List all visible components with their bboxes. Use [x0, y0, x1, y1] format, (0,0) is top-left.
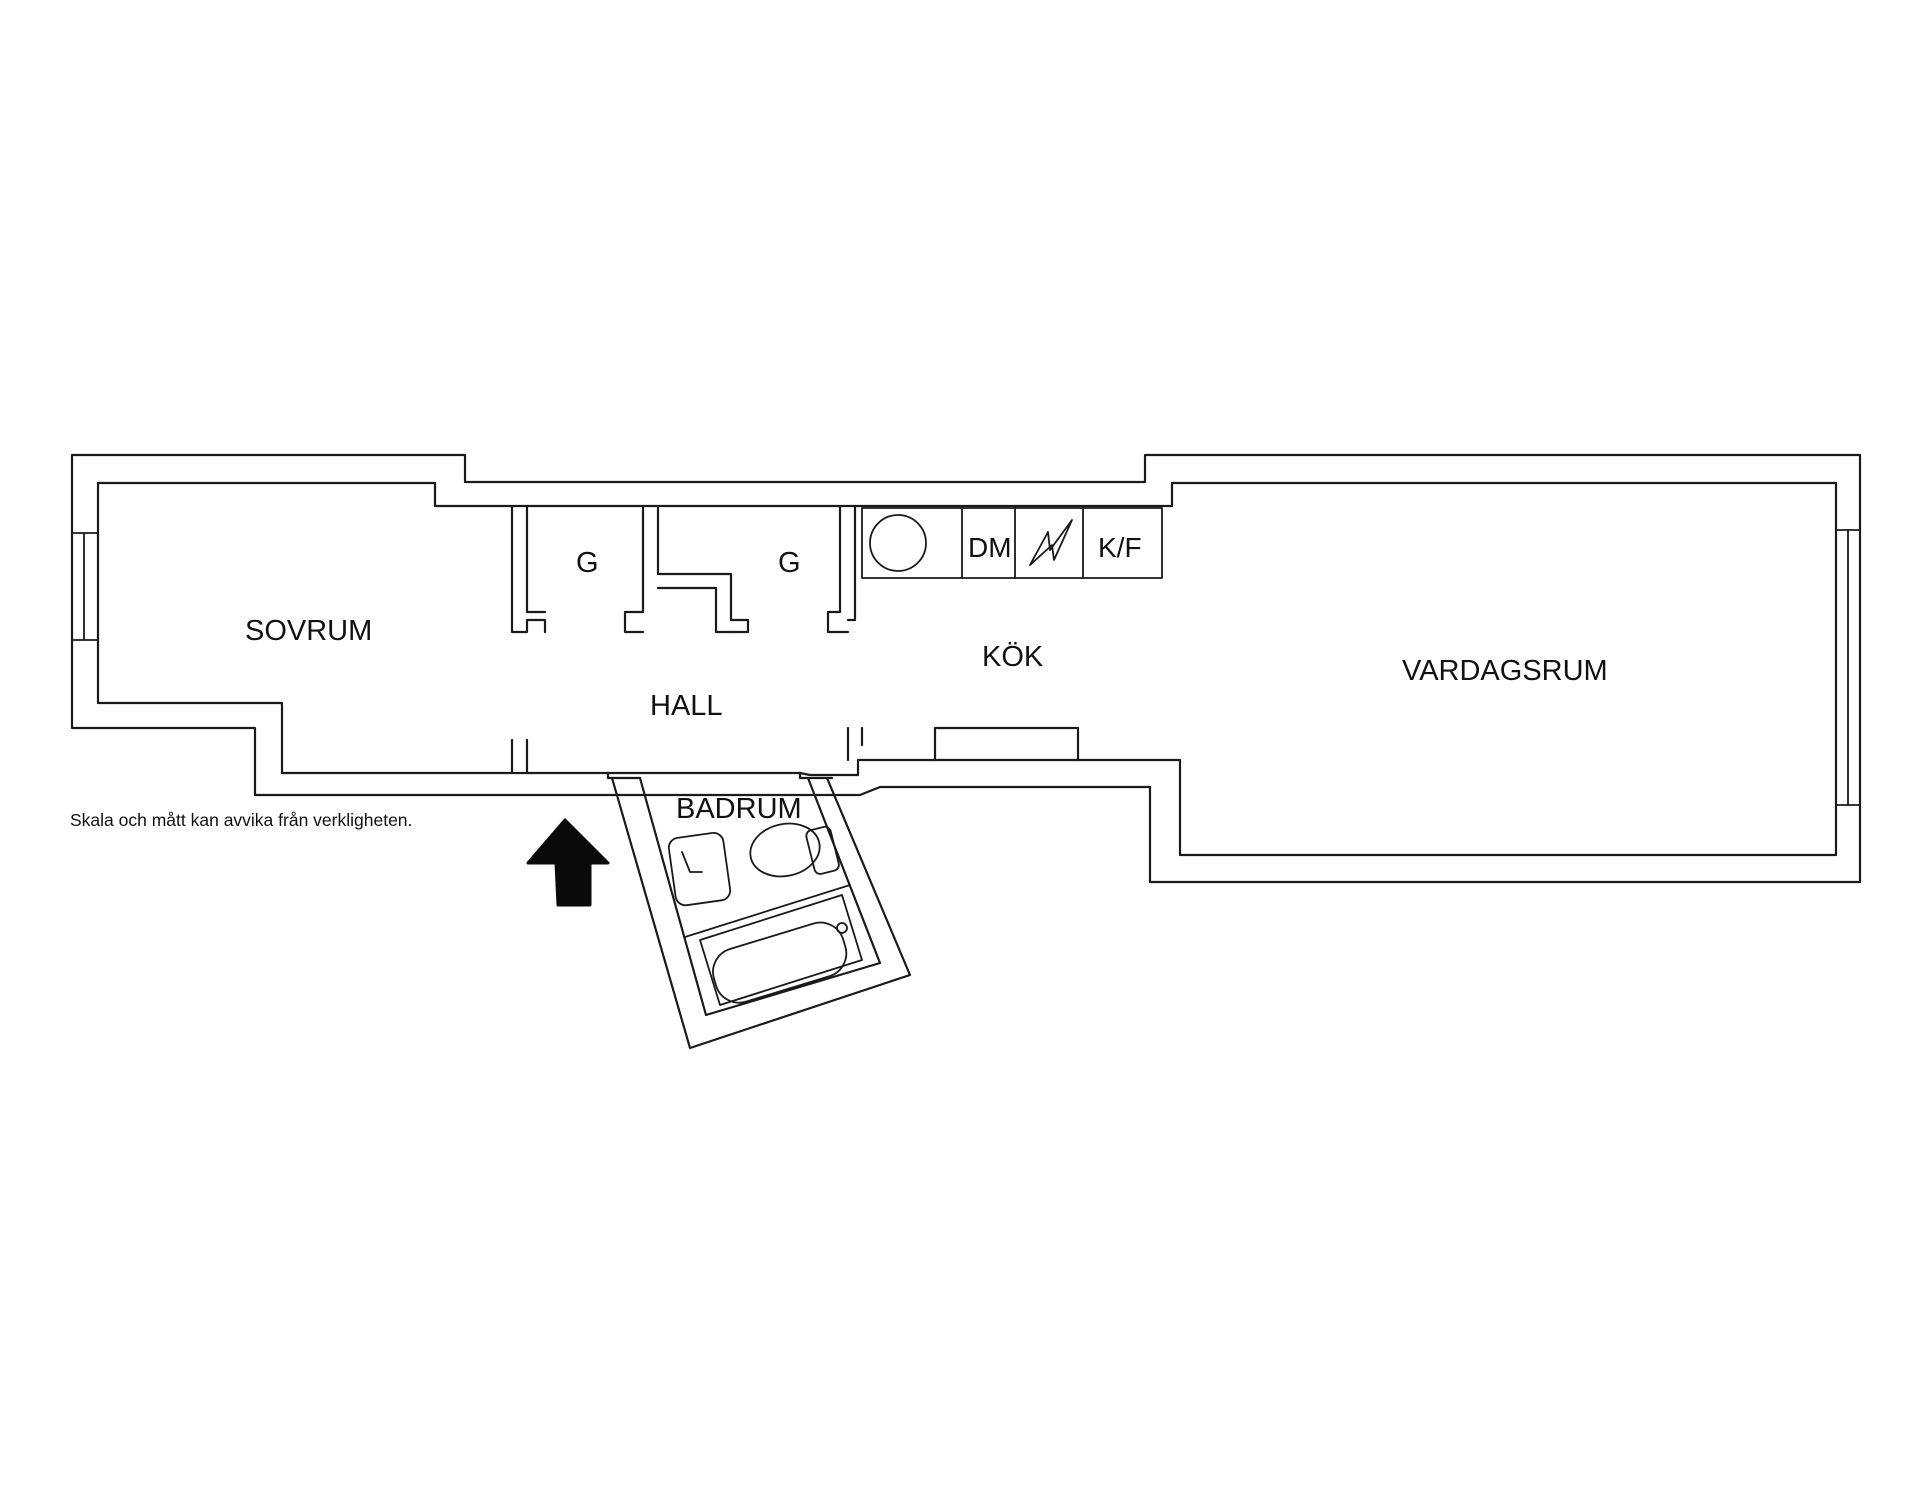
- room-label-garderob-1: G: [576, 547, 599, 579]
- bathroom-sink-icon: [667, 831, 732, 907]
- room-label-kok: KÖK: [982, 641, 1044, 673]
- bathroom-walls: [610, 776, 912, 1050]
- stove-zigzag-icon: [1029, 519, 1073, 566]
- kitchen-counter: [861, 507, 1163, 579]
- room-label-vardagsrum: VARDAGSRUM: [1402, 655, 1608, 687]
- toilet-icon: [749, 822, 840, 878]
- interior-walls: [510, 726, 1080, 780]
- outer-wall: [70, 453, 1862, 884]
- wardrobe-walls: [510, 504, 857, 634]
- appliance-label-dishwasher: DM: [968, 532, 1012, 563]
- room-label-sovrum: SOVRUM: [245, 615, 372, 647]
- entrance-arrow-icon: [526, 818, 610, 907]
- disclaimer-text: Skala och mått kan avvika från verklighe…: [70, 810, 412, 830]
- appliance-label-fridge-freezer: K/F: [1098, 532, 1142, 563]
- bathtub-icon: [699, 894, 863, 1006]
- kitchen-sink-circle-icon: [869, 514, 927, 572]
- room-label-hall: HALL: [650, 690, 723, 722]
- room-label-badrum: BADRUM: [676, 793, 802, 825]
- room-label-garderob-2: G: [778, 547, 801, 579]
